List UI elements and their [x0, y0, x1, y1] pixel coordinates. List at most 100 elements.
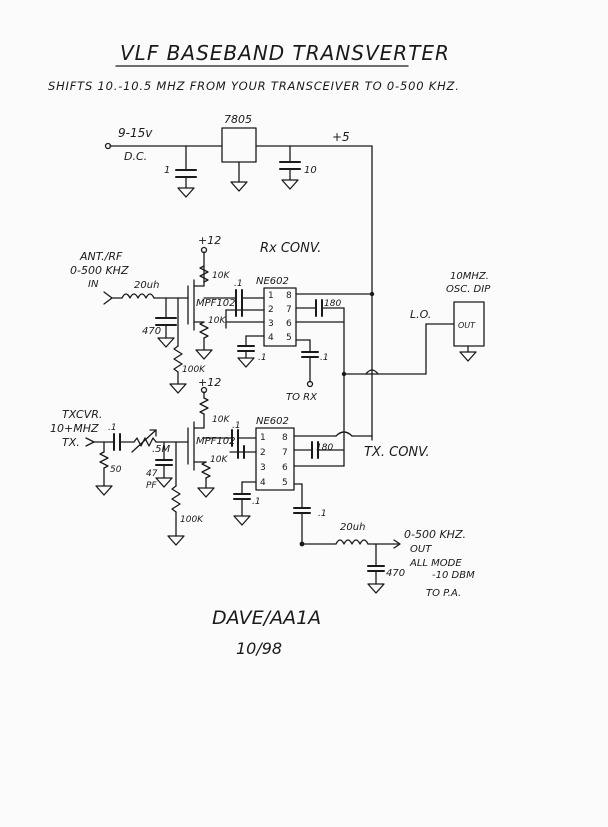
tx-r-source-value: 10K — [210, 455, 228, 465]
tx-pin-1: 1 — [260, 433, 266, 443]
rx-pin-1: 1 — [268, 291, 274, 301]
tx-cap-couple-value: .1 — [232, 421, 241, 431]
tx-ne602-chip — [255, 427, 295, 491]
tx-output-label-1: 0-500 KHZ. — [404, 528, 466, 541]
rx-pin-4: 4 — [268, 333, 274, 343]
osc-label-2: OSC. DIP — [446, 284, 491, 295]
tx-pin-8: 8 — [282, 433, 288, 443]
tx-term-resistor — [99, 451, 109, 469]
local-oscillator: 10MHZ. OSC. DIP OUT L.O. — [341, 271, 491, 377]
rx-drain-resistor — [199, 265, 209, 283]
tx-source-resistor — [201, 461, 211, 479]
ground-icon — [95, 485, 113, 496]
tx-pin-4: 4 — [260, 478, 266, 488]
rx-pin-5: 5 — [286, 333, 292, 343]
ground-icon — [459, 351, 477, 362]
rx-pin-6: 6 — [286, 319, 292, 329]
tx-pin-3: 3 — [260, 463, 266, 473]
rail-label: +5 — [332, 130, 350, 144]
rx-supply-label: +12 — [198, 234, 221, 247]
lo-label: L.O. — [410, 308, 431, 321]
tx-output-label-3: ALL MODE — [409, 558, 462, 569]
rx-pin-7: 7 — [286, 305, 292, 315]
tx-cap-osc-value: 180 — [316, 443, 333, 453]
rx-cap-couple-value: .1 — [234, 279, 243, 289]
rx-input-label-1: ANT./RF — [79, 250, 123, 263]
rx-ne602-chip — [263, 287, 297, 347]
ground-icon — [230, 181, 248, 192]
tx-input-label-1: TXCVR. — [62, 408, 102, 421]
tx-cap-in-value: .1 — [108, 423, 117, 433]
ground-icon — [197, 487, 215, 498]
tx-pin-7: 7 — [282, 448, 288, 458]
tx-fet-label: MPF102 — [196, 436, 236, 447]
tx-output-label-4: -10 DBM — [432, 570, 475, 581]
tx-inductor — [335, 539, 369, 545]
power-input-label: 9-15v — [118, 126, 153, 140]
rx-output-terminal — [306, 380, 314, 388]
tx-input-label-3: TX. — [62, 436, 80, 449]
tx-gate-resistor — [171, 485, 181, 513]
rx-cap-pin5-value: .1 — [320, 353, 329, 363]
rx-pin-3: 3 — [268, 319, 274, 329]
rx-pin-8: 8 — [286, 291, 292, 301]
rx-cap-shunt-value: 470 — [142, 326, 161, 337]
rx-inductor — [121, 293, 155, 299]
rx-pin-2: 2 — [268, 305, 274, 315]
cap-out-value: 10 — [304, 165, 317, 176]
ground-icon — [237, 357, 255, 368]
ground-icon — [169, 383, 187, 394]
tx-converter: TX. CONV. TXCVR. 10+MHZ TX. 50 .1 .5M 47… — [50, 376, 475, 599]
tx-r-gate-value: 100K — [180, 515, 204, 525]
rx-r-source-value: 10K — [208, 316, 226, 326]
tx-pin-6: 6 — [282, 463, 288, 473]
rx-cap-osc-value: 180 — [324, 299, 341, 309]
tx-cap-pin4-value: .1 — [252, 497, 261, 507]
osc-label-1: 10MHZ. — [450, 271, 489, 282]
ground-icon — [195, 349, 213, 360]
tx-r-drain-value: 10K — [212, 415, 230, 425]
tx-cap-shunt-value: 470 — [386, 568, 405, 579]
tx-supply-label: +12 — [198, 376, 221, 389]
tx-output-label-2: OUT — [410, 544, 432, 555]
ground-icon — [367, 583, 385, 594]
tx-r-term-value: 50 — [110, 465, 122, 475]
regulator-label: 7805 — [224, 113, 252, 126]
tx-pin-2: 2 — [260, 448, 266, 458]
osc-out-label: OUT — [458, 321, 476, 330]
tx-cap-47-value: 47 — [146, 469, 158, 479]
tx-cap-47-unit: PF — [146, 481, 157, 491]
ground-icon — [155, 477, 173, 488]
rx-mixer-label: NE602 — [256, 276, 289, 287]
rx-output-label: TO RX — [286, 392, 318, 403]
rx-gate-resistor — [173, 345, 183, 373]
rx-supply-terminal — [200, 246, 208, 254]
rx-source-resistor — [199, 321, 209, 339]
rx-section-label: Rx CONV. — [260, 241, 321, 256]
date: 10/98 — [236, 639, 282, 658]
tx-input-arrow — [85, 437, 95, 447]
rx-r-drain-value: 10K — [212, 271, 230, 281]
rx-input-arrow — [103, 291, 113, 305]
tx-pot-value: .5M — [152, 444, 171, 455]
tx-drain-resistor — [199, 397, 209, 415]
rx-converter: Rx CONV. ANT./RF 0-500 KHZ IN 20uh 470 M… — [70, 234, 375, 441]
tx-input-label-2: 10+MHZ — [50, 422, 99, 435]
ground-icon — [233, 515, 251, 526]
ground-icon — [167, 535, 185, 546]
rx-r-gate-value: 100K — [182, 365, 206, 375]
tx-mixer-label: NE602 — [256, 416, 289, 427]
ground-icon — [177, 187, 195, 198]
rx-inductor-value: 20uh — [134, 280, 159, 291]
tx-pin-5: 5 — [282, 478, 288, 488]
signature: DAVE/AA1A — [212, 607, 321, 629]
rx-input-label-2: 0-500 KHZ — [70, 264, 129, 277]
tx-output-arrow — [393, 539, 401, 549]
tx-supply-terminal — [200, 386, 208, 394]
tx-section-label: TX. CONV. — [364, 445, 430, 460]
rx-input-label-3: IN — [88, 279, 99, 290]
rx-fet-label: MPF102 — [196, 298, 236, 309]
power-input-sublabel: D.C. — [124, 150, 147, 163]
